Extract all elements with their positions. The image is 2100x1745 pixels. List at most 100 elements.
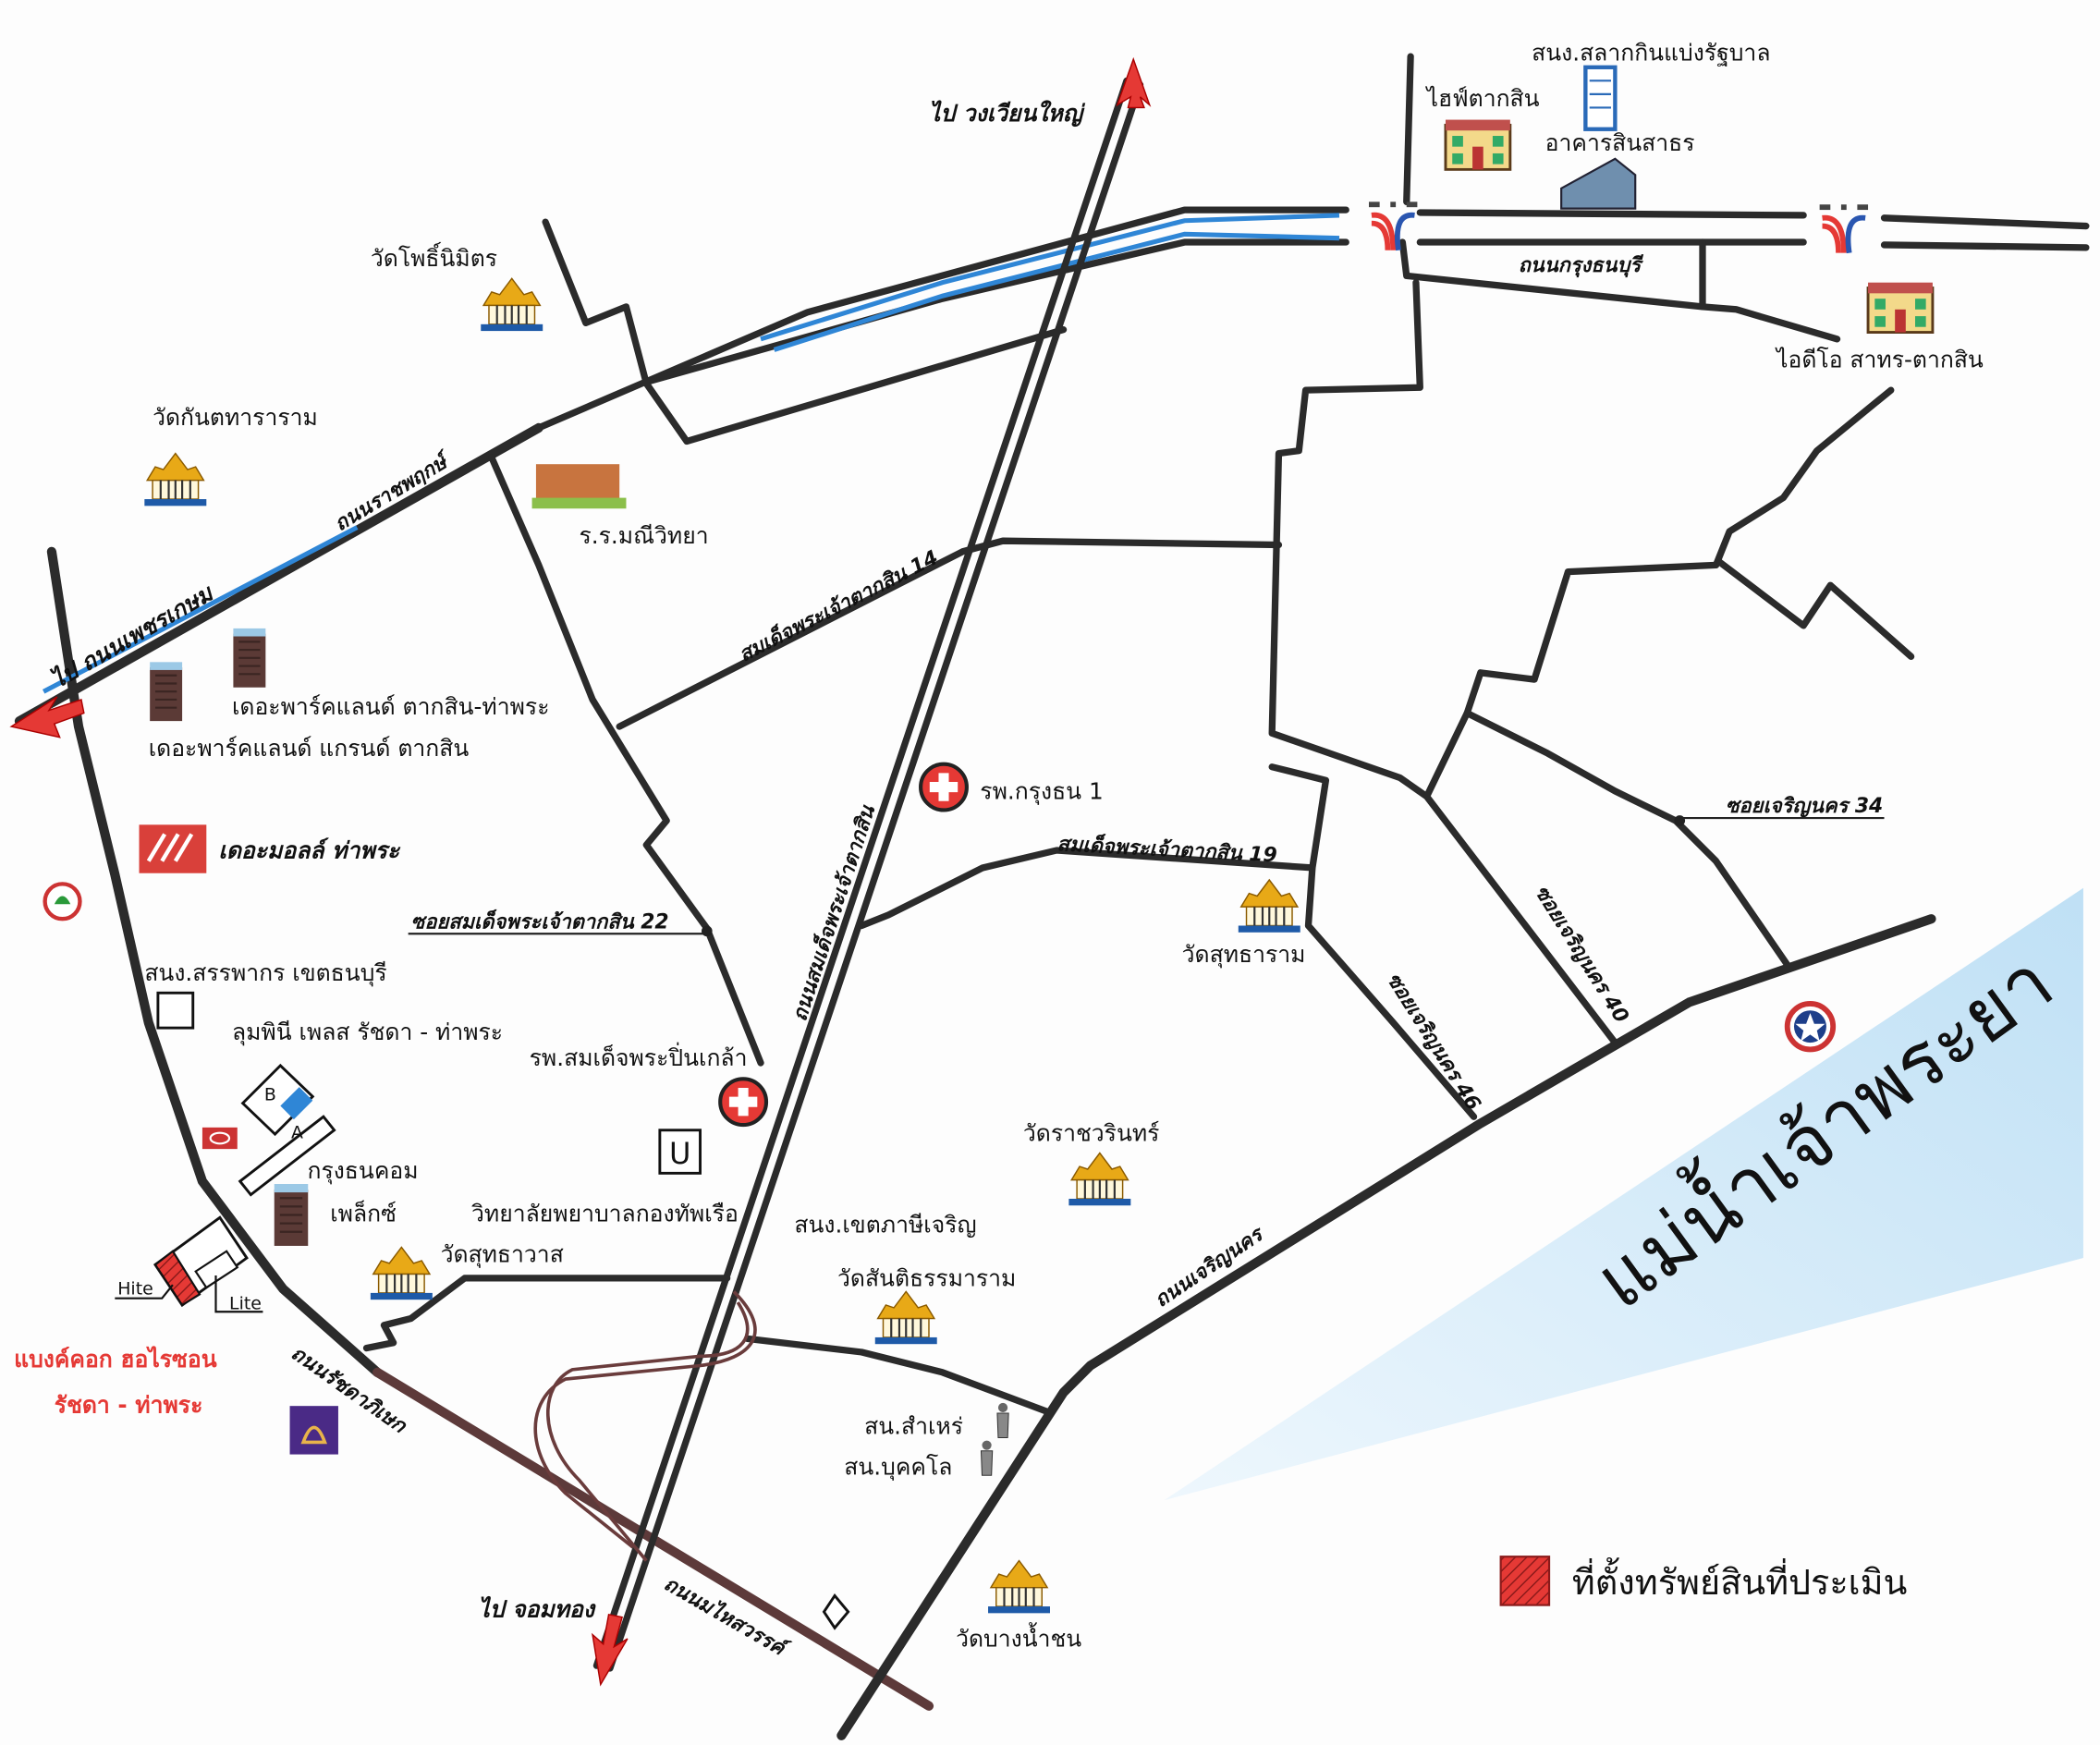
bangkok-bank-icon — [822, 1592, 850, 1630]
condo-tower-icon — [149, 662, 184, 722]
road-label-krung-thonburi: ถนนกรุงธนบุรี — [1519, 254, 1644, 278]
taksin-main-road-b — [606, 81, 1144, 1672]
arrow-south-icon — [592, 1613, 629, 1687]
hospital-icon — [720, 1079, 766, 1125]
bangkok-horizon-site: Hite Lite — [115, 1215, 263, 1313]
road-label-taksin-19: สมเด็จพระเจ้าตากสิน 19 — [1056, 831, 1277, 867]
label-wat-santitham: วัดสันติธรรมาราม — [837, 1265, 1016, 1292]
office-block-icon — [1560, 157, 1637, 210]
krung-thonburi-upper — [1416, 209, 1807, 219]
u-marker-label: U — [669, 1136, 690, 1171]
legend: ที่ตั้งทรัพย์สินที่ประเมิน — [1499, 1556, 1908, 1606]
bts-station-icon — [1820, 204, 1868, 252]
temple-icon — [873, 1290, 938, 1346]
label-samre-police: สน.สำเหร่ — [864, 1413, 963, 1440]
revenue-office-icon — [156, 991, 195, 1030]
charoen-nakhon-road — [836, 914, 1936, 1740]
label-krungthon-com: กรุงธนคอม — [307, 1157, 418, 1185]
label-bukkhalo-police: สน.บุคคโล — [844, 1453, 952, 1481]
road-label-charoen-nakhon-46: ซอยเจริญนคร 46 — [1382, 969, 1485, 1115]
interchange-loop-2 — [546, 1301, 750, 1562]
caltex-station-icon — [1784, 1001, 1837, 1053]
direction-wongwian-yai: ไป วงเวียนใหญ่ — [929, 100, 1086, 128]
u-marker-icon: U — [658, 1129, 702, 1175]
label-wat-bang-nam-chon: วัดบางน้ำชน — [956, 1623, 1081, 1653]
road-north — [1403, 53, 1414, 205]
toyota-logo-icon — [201, 1127, 238, 1150]
police-icon — [980, 1440, 994, 1476]
hospital-icon — [921, 764, 967, 811]
road-label-charoen-nakhon-34: ซอยเจริญนคร 34 — [1726, 795, 1884, 818]
label-krungthon-hospital: รพ.กรุงธน 1 — [980, 778, 1103, 806]
hite-label: Hite — [117, 1278, 153, 1299]
label-parkland-taksin: เดอะพาร์คแลนด์ ตากสิน-ท่าพระ — [232, 693, 550, 720]
bts-station-icon — [1369, 201, 1417, 250]
kasikorn-bank-icon — [43, 882, 82, 921]
lottery-building-icon — [1583, 65, 1618, 131]
label-plex: เพล็กซ์ — [330, 1200, 397, 1227]
samre-road — [743, 1335, 1054, 1417]
building-a-label: A — [291, 1122, 303, 1142]
label-lumpini-place: ลุมพินี เพลส รัชดา - ท่าพระ — [232, 1019, 503, 1046]
sutthawat-road — [362, 1275, 731, 1352]
temple-icon — [480, 277, 544, 333]
label-wat-pho-nimit: วัดโพธิ์นิมิตร — [371, 241, 497, 272]
interchange-loop-1 — [533, 1290, 757, 1549]
office-building-icon — [273, 1183, 310, 1246]
phetkasem-blue-line — [42, 525, 359, 694]
direction-phetkasem: ไป ถนนเพชรเกษม — [46, 579, 218, 693]
label-revenue-office: สนง.สรรพากร เขตธนบุรี — [144, 959, 386, 987]
taksin-19-road — [858, 847, 1316, 930]
krung-thonburi-upper-2 — [1880, 214, 2090, 230]
temple-icon — [143, 452, 208, 507]
central-vertical-road — [1268, 279, 1619, 1046]
label-the-mall: เดอะมอลล์ ท่าพระ — [218, 837, 401, 864]
junction-dot — [701, 925, 713, 937]
taksin-main-road-a — [592, 77, 1130, 1669]
road-network — [14, 53, 2090, 1740]
lite-label: Lite — [229, 1293, 262, 1313]
label-navy-nursing: วิทยาลัยพยาบาลกองทัพเรือ — [471, 1201, 739, 1227]
temple-icon — [1237, 878, 1301, 934]
police-icon — [996, 1402, 1009, 1439]
the-mall-logo-icon — [139, 824, 207, 873]
label-ideo: ไอดีโอ สาทร-ตากสิน — [1775, 346, 1984, 372]
temple-icon — [369, 1246, 433, 1301]
label-bangkok-horizon-sub: รัชดา - ท่าพระ — [55, 1391, 203, 1418]
label-parkland-grand: เดอะพาร์คแลนด์ แกรนด์ ตากสิน — [149, 735, 470, 762]
shophouse-icon — [1866, 281, 1935, 335]
label-hive-taksin: ไฮฟ์ตากสิน — [1425, 85, 1540, 112]
label-wat-sutthawat: วัดสุทธาวาส — [441, 1240, 564, 1268]
school-icon — [531, 464, 627, 509]
chao-phraya-river — [1164, 887, 2083, 1501]
road-label-soi-taksin-22: ซอยสมเด็จพระเจ้าตากสิน 22 — [411, 909, 669, 934]
building-b-label: B — [264, 1085, 276, 1105]
taksin-14-road — [616, 537, 1283, 730]
label-lottery-office: สนง.สลากกินแบ่งรัฐบาล — [1532, 40, 1770, 67]
legend-property-label: ที่ตั้งทรัพย์สินที่ประเมิน — [1572, 1557, 1908, 1603]
krung-thonburi-lower-2 — [1880, 241, 2090, 251]
ratchaphruek-upper — [535, 206, 1349, 432]
label-wat-suttharam: วัดสุทธาราม — [1182, 941, 1306, 969]
label-bangkok-horizon: แบงค์คอก ฮอไรซอน — [14, 1346, 217, 1373]
temple-icon — [1068, 1152, 1132, 1207]
scb-bank-icon — [289, 1406, 338, 1455]
east-road-2 — [1716, 558, 1915, 661]
label-wat-ratchawarin: วัดราชวรินทร์ — [1023, 1119, 1160, 1146]
temple-icon — [986, 1559, 1052, 1615]
suttharam-road — [1268, 763, 1478, 1120]
label-wat-kantatararam: วัดกันตทาราราม — [153, 404, 318, 431]
left-main-road — [46, 546, 383, 1377]
shophouse-icon — [1444, 118, 1512, 171]
east-road-1 — [1422, 386, 1895, 800]
arrow-west-icon — [9, 696, 85, 738]
condo-tower-icon — [232, 628, 267, 688]
label-pinklao-hospital: รพ.สมเด็จพระปิ่นเกล้า — [530, 1042, 748, 1071]
junction-dot — [1674, 815, 1686, 826]
road-label-ratchaphruek: ถนนราชพฤกษ์ — [330, 447, 456, 536]
arrow-north-icon — [1116, 56, 1152, 109]
label-sinsathorn: อาคารสินสาธร — [1545, 129, 1695, 156]
road-mani — [488, 454, 764, 1067]
road-label-taksin-14: สมเด็จพระเจ้าตากสิน 14 — [735, 544, 943, 666]
